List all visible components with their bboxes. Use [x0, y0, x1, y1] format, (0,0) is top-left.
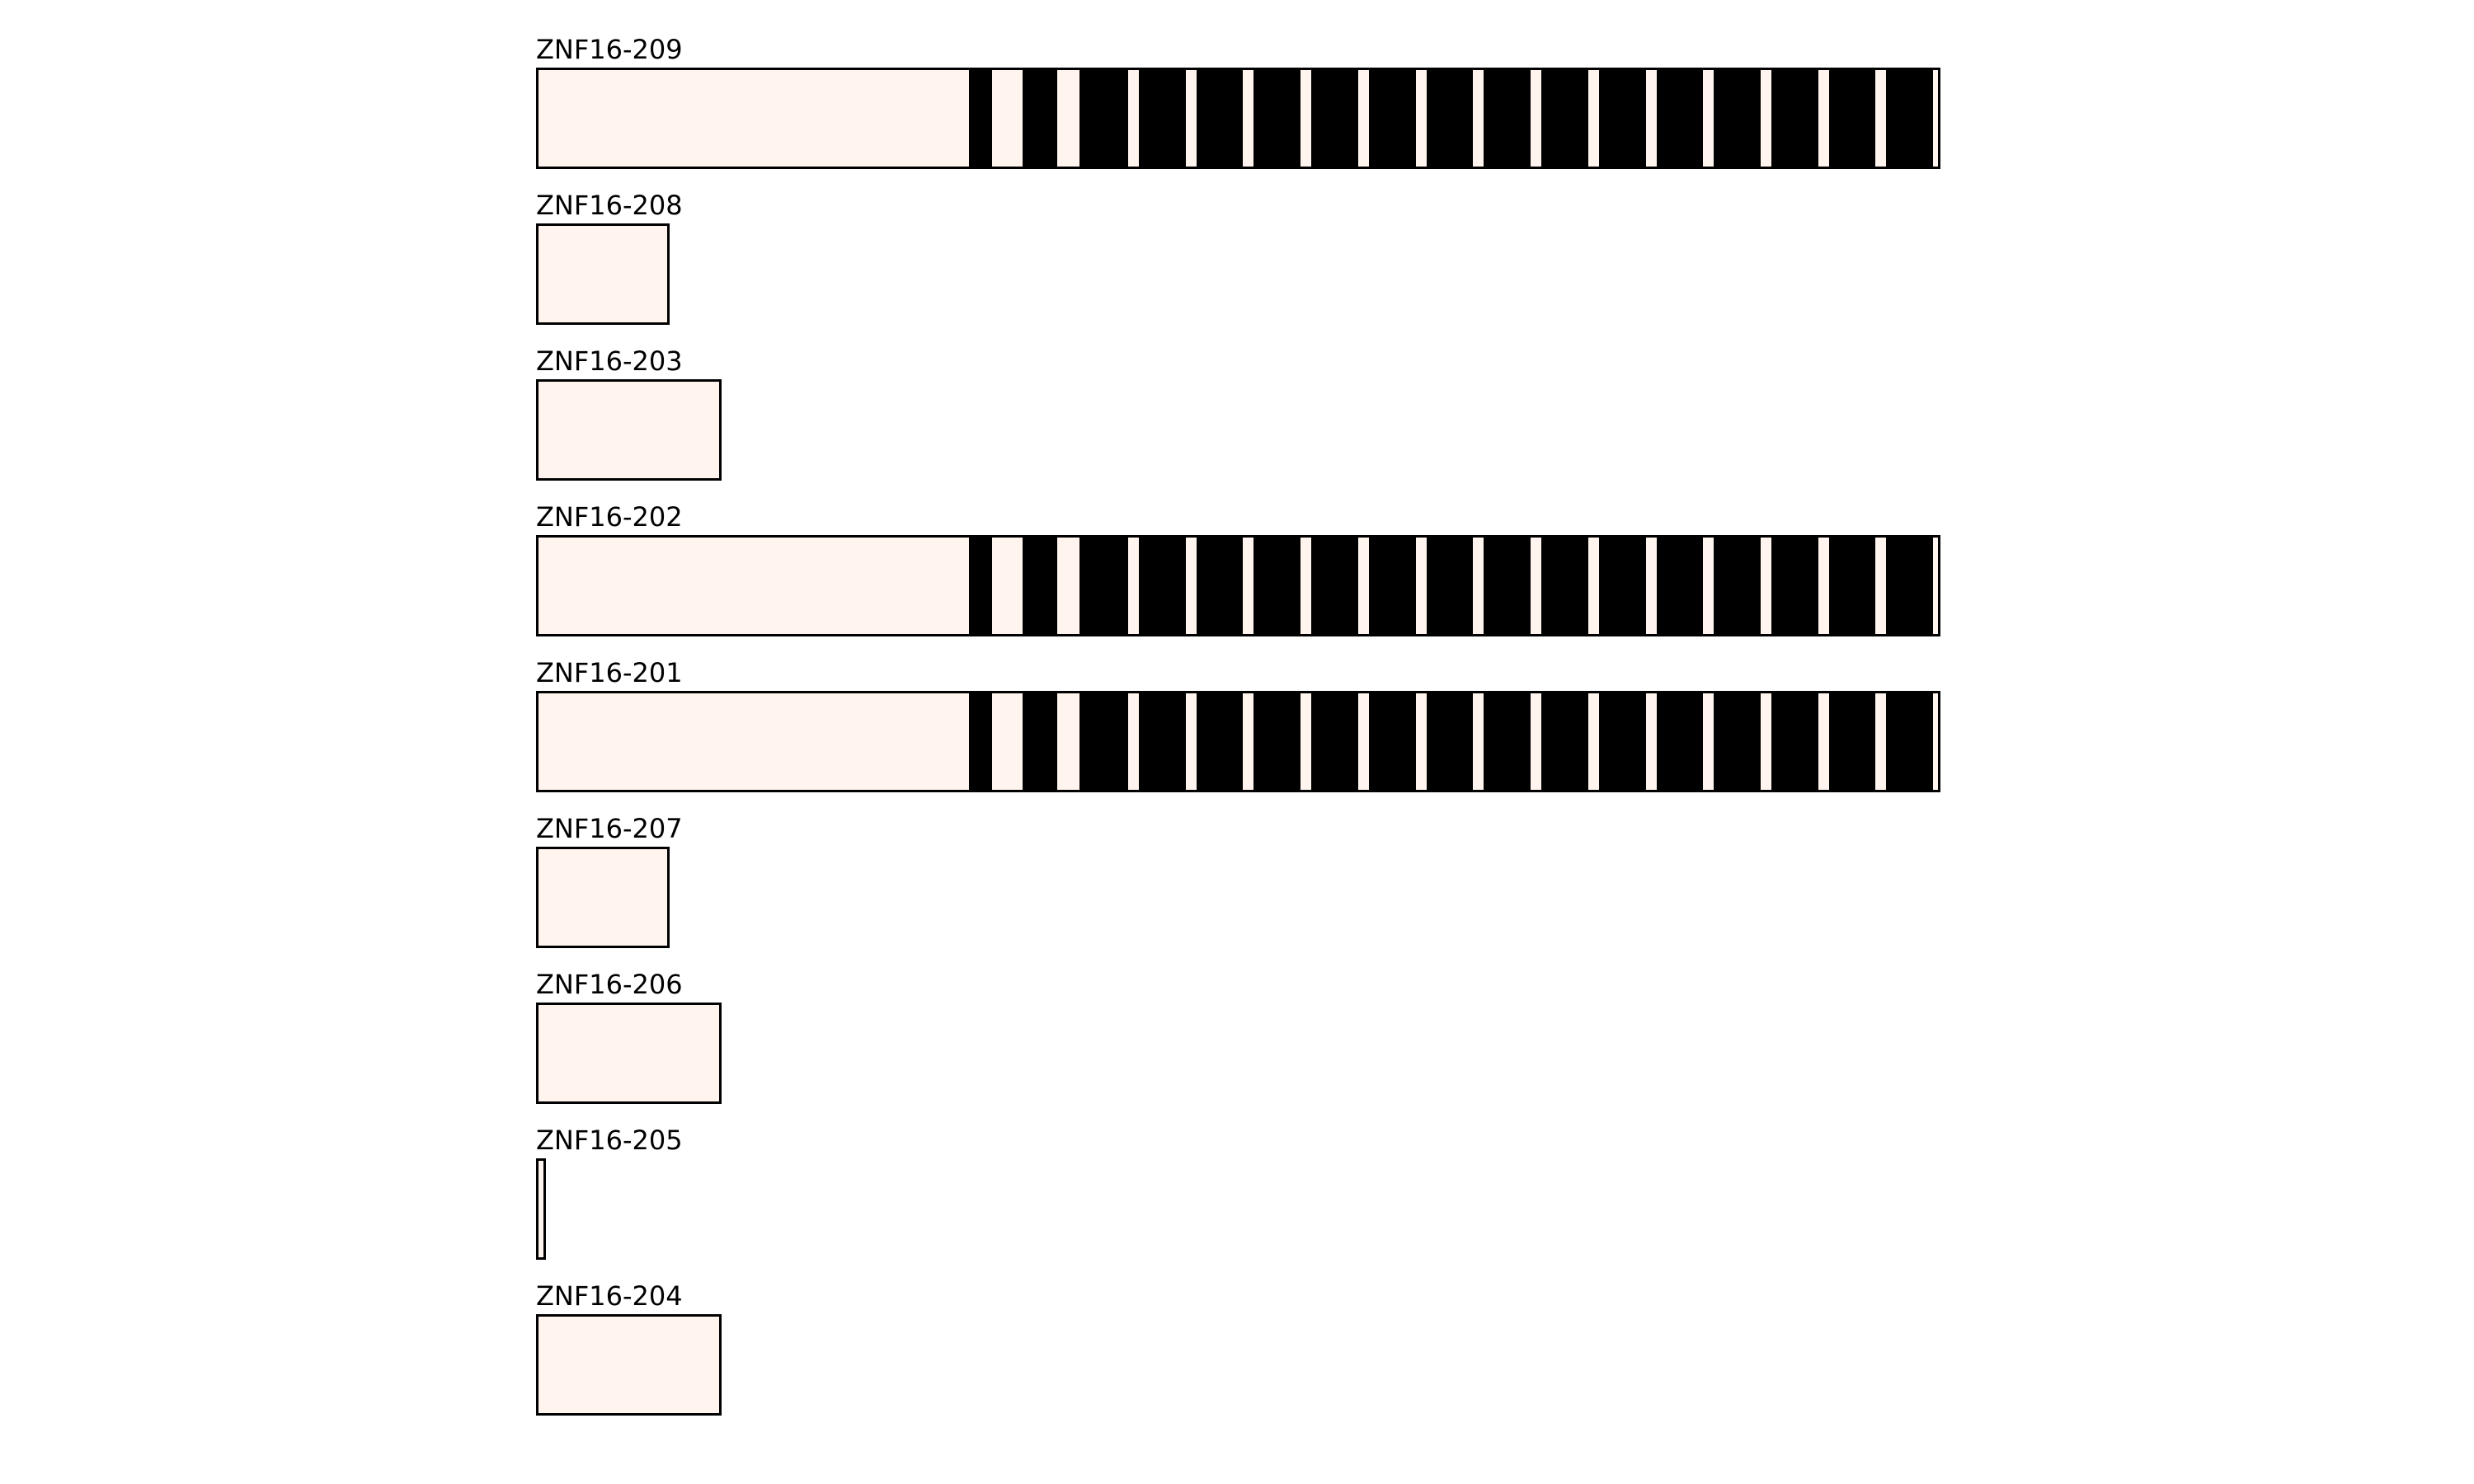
domain-segment [1541, 538, 1588, 634]
domain-segment [1311, 693, 1358, 790]
domain-segment [1599, 538, 1646, 634]
domain-segment [1427, 538, 1473, 634]
domain-segment [1714, 70, 1761, 167]
domain-segment [1079, 693, 1128, 790]
domain-segment [1657, 693, 1703, 790]
transcript-bar [536, 847, 670, 948]
domain-segment [1771, 538, 1818, 634]
transcript-label: ZNF16-206 [536, 969, 683, 1000]
domain-segment [1829, 70, 1875, 167]
domain-segment [969, 693, 992, 790]
domain-segment [1714, 538, 1761, 634]
domain-segment [1197, 538, 1243, 634]
domain-segment [1253, 538, 1300, 634]
domain-segment [1139, 70, 1186, 167]
domain-segment [969, 538, 992, 634]
domain-segment [1079, 538, 1128, 634]
domain-segment [1599, 693, 1646, 790]
domain-segment [1427, 70, 1473, 167]
domain-segment [1253, 693, 1300, 790]
transcript-label: ZNF16-208 [536, 190, 683, 221]
domain-segment [1253, 70, 1300, 167]
transcript-label: ZNF16-201 [536, 657, 683, 688]
domain-segment [1369, 70, 1416, 167]
domain-segment [969, 70, 992, 167]
domain-segment [1484, 538, 1531, 634]
transcript-bar [536, 68, 1940, 169]
domain-segment [1829, 538, 1875, 634]
domain-segment [1484, 70, 1531, 167]
transcript-bar [536, 1003, 722, 1104]
domain-segment [1541, 693, 1588, 790]
transcript-bar [536, 379, 722, 481]
transcript-bar [536, 1158, 546, 1260]
transcript-label: ZNF16-203 [536, 345, 683, 377]
transcript-label: ZNF16-209 [536, 34, 683, 65]
domain-segment [1829, 693, 1875, 790]
domain-segment [1657, 538, 1703, 634]
transcript-label: ZNF16-207 [536, 813, 683, 844]
transcript-label: ZNF16-205 [536, 1125, 683, 1156]
transcript-label: ZNF16-202 [536, 501, 683, 533]
domain-segment [1197, 693, 1243, 790]
domain-segment [1599, 70, 1646, 167]
domain-segment [1427, 693, 1473, 790]
domain-segment [1197, 70, 1243, 167]
domain-segment [1886, 693, 1933, 790]
transcript-label: ZNF16-204 [536, 1280, 683, 1312]
transcript-bar [536, 691, 1940, 792]
domain-segment [1079, 70, 1128, 167]
domain-segment [1311, 70, 1358, 167]
domain-segment [1771, 70, 1818, 167]
domain-segment [1541, 70, 1588, 167]
domain-segment [1369, 538, 1416, 634]
domain-segment [1023, 693, 1057, 790]
domain-segment [1139, 538, 1186, 634]
domain-segment [1139, 693, 1186, 790]
domain-segment [1657, 70, 1703, 167]
domain-segment [1771, 693, 1818, 790]
transcript-bar [536, 1314, 722, 1416]
transcript-bar [536, 223, 670, 325]
domain-segment [1886, 538, 1933, 634]
domain-segment [1369, 693, 1416, 790]
domain-segment [1886, 70, 1933, 167]
domain-segment [1714, 693, 1761, 790]
domain-segment [1023, 538, 1057, 634]
transcript-bar [536, 535, 1940, 636]
domain-segment [1484, 693, 1531, 790]
domain-segment [1311, 538, 1358, 634]
domain-segment [1023, 70, 1057, 167]
